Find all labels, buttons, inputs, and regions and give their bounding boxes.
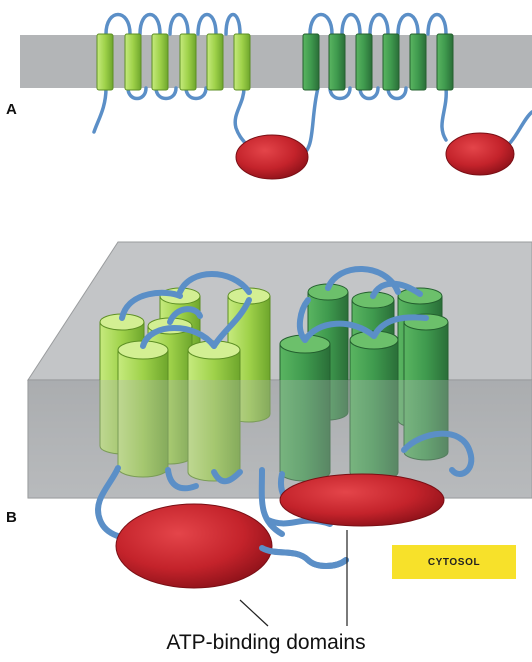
helix	[437, 34, 453, 90]
helix	[152, 34, 168, 90]
helix	[303, 34, 319, 90]
atp-binding-domain-a2	[446, 133, 514, 175]
helix	[180, 34, 196, 90]
atp-binding-domain-a1	[236, 135, 308, 179]
extracellular-loops-a	[106, 15, 446, 35]
panel-label-b: B	[6, 509, 17, 526]
helix	[234, 34, 250, 90]
cytosol-label: CYTOSOL	[428, 557, 480, 568]
atp-binding-domain-b1	[116, 504, 272, 588]
helix	[410, 34, 426, 90]
helix	[207, 34, 223, 90]
atp-binding-domains-caption: ATP-binding domains	[0, 631, 532, 655]
helix	[97, 34, 113, 90]
atp-binding-domain-b2	[280, 474, 444, 526]
helix	[329, 34, 345, 90]
panel-label-a: A	[6, 101, 17, 118]
cytosol-label-box: CYTOSOL	[392, 545, 516, 579]
linker-loop-b	[262, 548, 346, 566]
helix	[125, 34, 141, 90]
helix	[356, 34, 372, 90]
panel-a-topology	[20, 15, 532, 180]
helix	[383, 34, 399, 90]
